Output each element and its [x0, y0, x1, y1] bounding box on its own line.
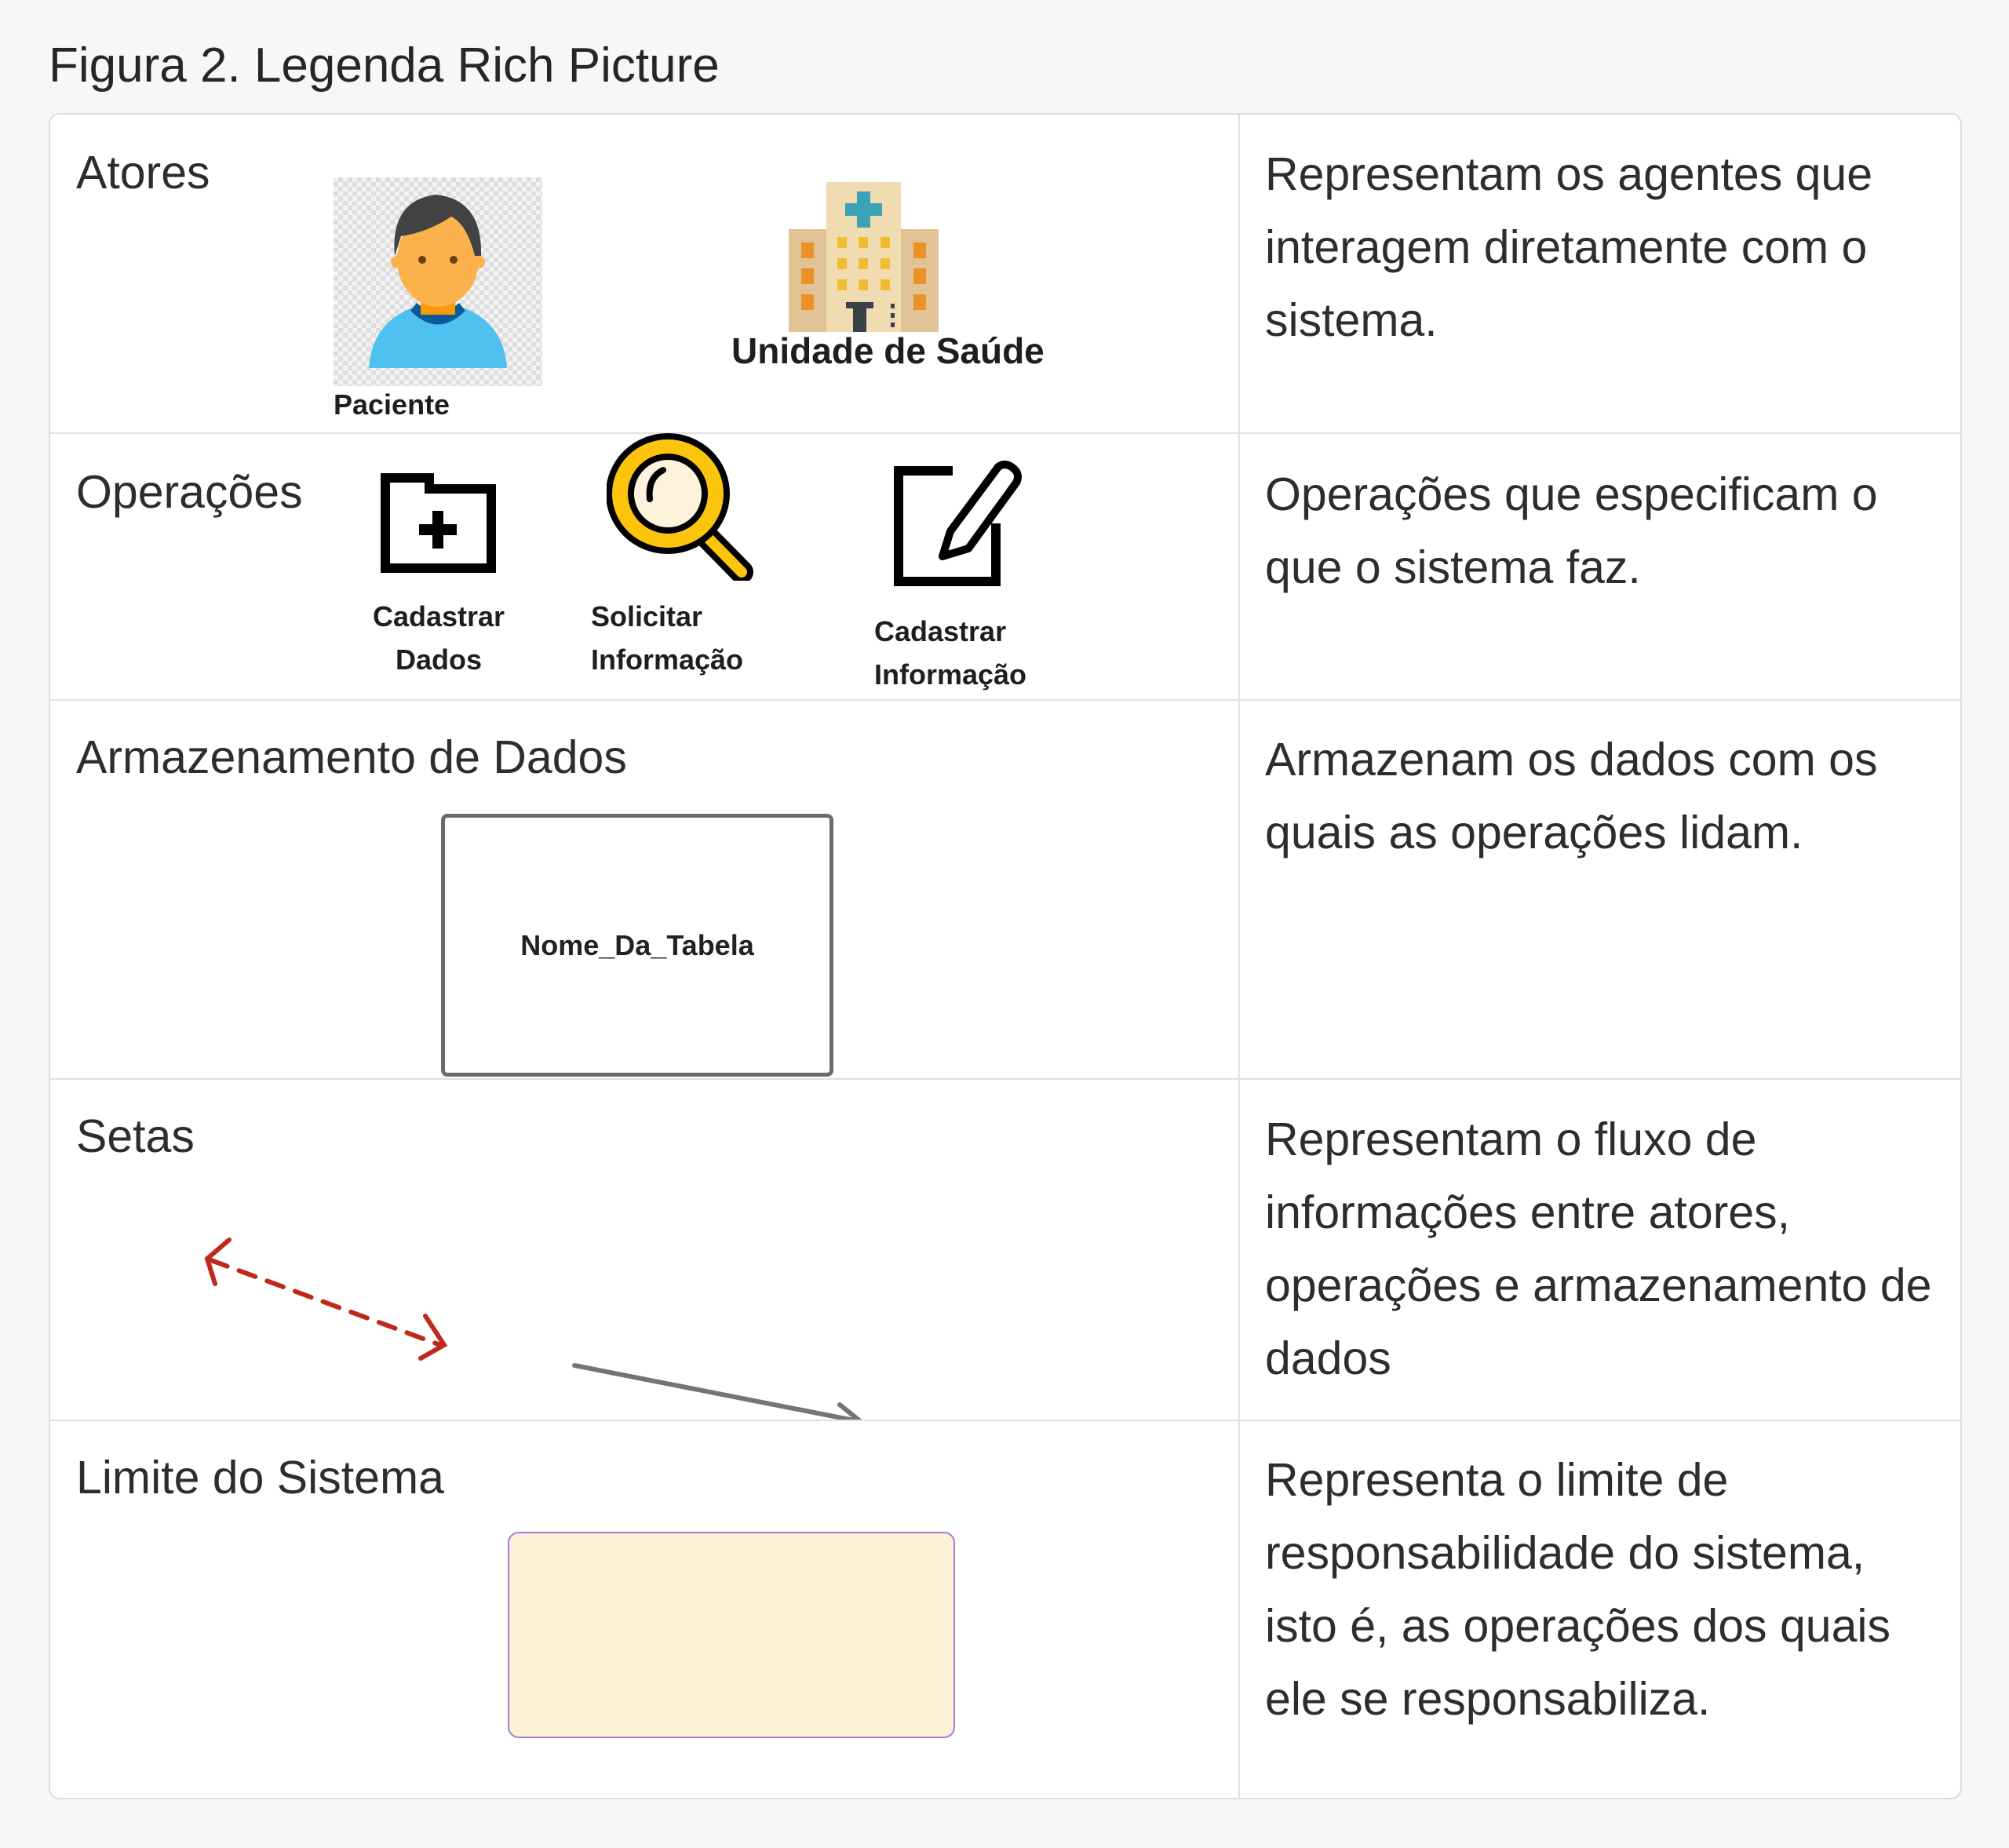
- row-description-limite: Representa o limite de responsabilidade …: [1265, 1454, 1891, 1725]
- row-description-atores: Representam os agentes que interagem dir…: [1265, 148, 1873, 346]
- legend-table: Atores Paciente Unidade de Saúde Represe…: [49, 113, 1962, 1799]
- column-divider: [1238, 115, 1240, 1798]
- caption-line: Informação: [591, 643, 744, 676]
- row-label-setas: Setas: [76, 1110, 195, 1162]
- arrows-illustration: [204, 1237, 862, 1420]
- actor-caption-unidade-de-saude: Unidade de Saúde: [731, 330, 1045, 371]
- operation-caption-cadastrar-informacao: Cadastrar Informação: [874, 610, 1026, 696]
- patient-avatar-icon: [334, 177, 542, 386]
- caption-line: Cadastrar: [372, 600, 505, 632]
- row-label-atores: Atores: [76, 147, 210, 199]
- row-description-armazenamento: Armazenam os dados com os quais as opera…: [1265, 734, 1878, 858]
- row-label-operacoes: Operações: [76, 466, 303, 518]
- row-label-armazenamento: Armazenamento de Dados: [76, 731, 627, 783]
- caption-line: Informação: [874, 658, 1027, 691]
- caption-line: Solicitar: [591, 600, 703, 632]
- magnifier-icon: [606, 432, 755, 584]
- hospital-icon: [789, 182, 939, 332]
- figure-title: Figura 2. Legenda Rich Picture: [49, 38, 720, 93]
- row-divider: [50, 1420, 1960, 1421]
- operation-caption-cadastrar-dados: Cadastrar Dados: [360, 595, 517, 681]
- operation-caption-solicitar-informacao: Solicitar Informação: [591, 595, 743, 681]
- row-label-limite: Limite do Sistema: [76, 1452, 444, 1504]
- row-description-setas: Representam o fluxo de informações entre…: [1265, 1114, 1932, 1384]
- actor-caption-paciente: Paciente: [334, 388, 450, 421]
- row-description-operacoes: Operações que especificam o que o sistem…: [1265, 468, 1878, 593]
- caption-line: Dados: [395, 643, 483, 676]
- edit-icon: [894, 461, 1023, 586]
- bidirectional-dashed-arrow: [204, 1237, 448, 1361]
- row-divider: [50, 1078, 1960, 1080]
- row-divider: [50, 699, 1960, 701]
- row-divider: [50, 432, 1960, 434]
- table-name: Nome_Da_Tabela: [520, 928, 754, 961]
- data-store-table-box: Nome_Da_Tabela: [441, 814, 833, 1077]
- folder-add-icon: [381, 473, 496, 573]
- caption-line: Cadastrar: [874, 615, 1007, 647]
- directional-arrow: [572, 1363, 862, 1420]
- system-boundary-box: [508, 1532, 955, 1738]
